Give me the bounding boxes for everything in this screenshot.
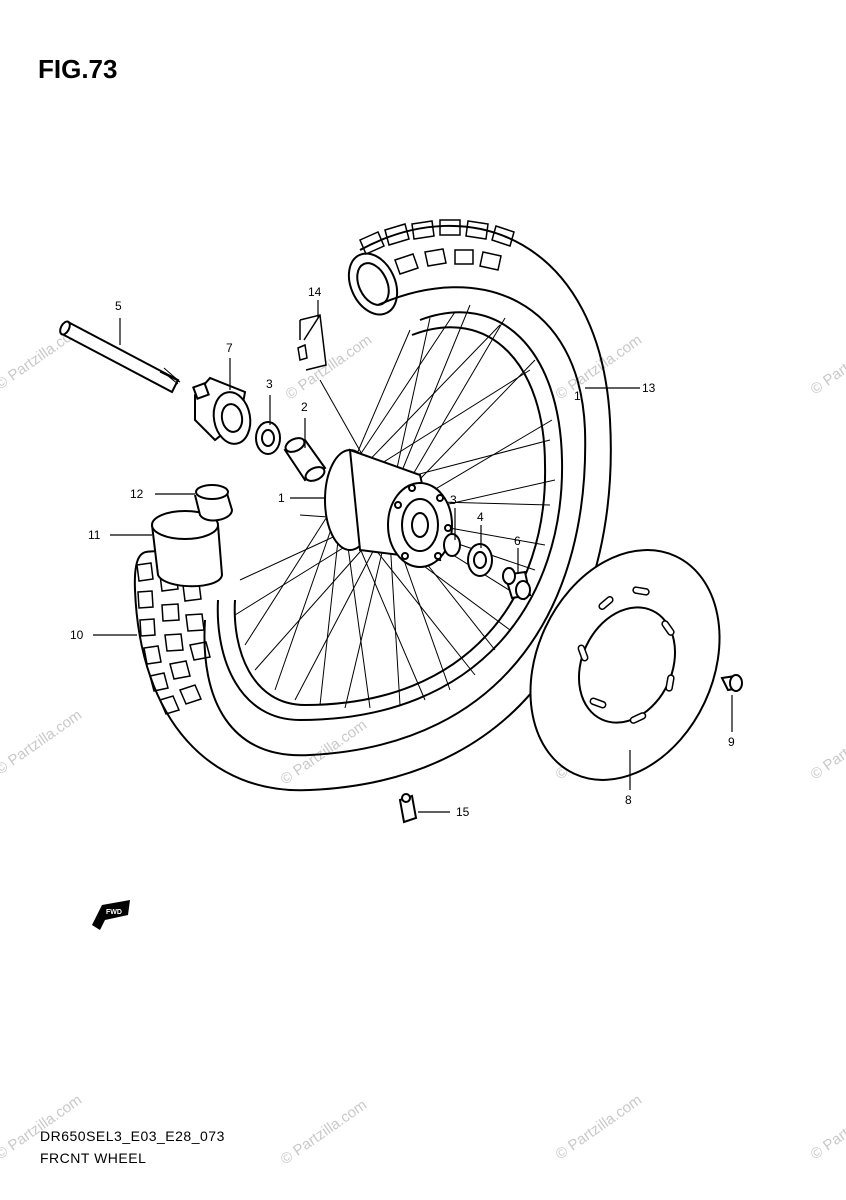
watermark: © Partzilla.com	[553, 1091, 646, 1163]
tire[interactable]	[133, 219, 612, 792]
fwd-label: FWD	[106, 909, 122, 916]
callout-10: 10	[70, 628, 84, 642]
spoke-nipple[interactable]	[297, 314, 327, 371]
watermark: © Partzilla.com	[808, 1091, 846, 1163]
callout-12: 12	[130, 487, 144, 501]
callout-6: 6	[514, 534, 521, 548]
callout-9: 9	[728, 735, 735, 749]
callout-3-hub: 3	[450, 493, 457, 507]
axle[interactable]	[58, 320, 181, 394]
model-code: DR650SEL3_E03_E28_073	[40, 1128, 225, 1144]
hub[interactable]	[324, 448, 453, 568]
hub-bearing[interactable]	[443, 533, 461, 557]
callout-15: 15	[456, 805, 470, 819]
figure-title: FIG.73	[38, 54, 118, 84]
callout-5: 5	[115, 299, 122, 313]
callout-7: 7	[226, 341, 233, 355]
figure-caption: FRCNT WHEEL	[40, 1150, 147, 1166]
oil-seal[interactable]	[467, 543, 493, 577]
callout-4: 4	[477, 510, 484, 524]
spacer[interactable]	[502, 567, 532, 600]
spacer-tube[interactable]	[283, 435, 327, 483]
callout-3: 3	[266, 377, 273, 391]
callout-1: 1	[278, 491, 285, 505]
rim[interactable]	[216, 311, 564, 722]
watermark: © Partzilla.com	[553, 331, 646, 403]
callouts: 5 7 3 2 14 1 12 11 10 1 13 3 4 6 8 9 15	[70, 285, 735, 819]
watermark: © Partzilla.com	[808, 711, 846, 783]
speedometer-gearbox[interactable]	[192, 376, 254, 447]
watermark: © Partzilla.com	[283, 331, 376, 403]
watermark: © Partzilla.com	[278, 716, 371, 788]
valve-clip[interactable]	[398, 793, 418, 824]
watermark: © Partzilla.com	[808, 326, 846, 398]
disc-bolt[interactable]	[720, 674, 743, 692]
callout-1-rim: 1	[574, 389, 581, 403]
callout-11: 11	[88, 528, 101, 542]
inner-tube[interactable]	[151, 510, 224, 588]
callout-13: 13	[642, 381, 656, 395]
watermark-layer: © Partzilla.com © Partzilla.com © Partzi…	[0, 321, 846, 1168]
callout-14: 14	[308, 285, 322, 299]
watermark: © Partzilla.com	[0, 706, 85, 778]
watermark: © Partzilla.com	[278, 1096, 371, 1168]
bearing[interactable]	[255, 421, 281, 455]
leader-lines	[93, 300, 733, 813]
brake-disc[interactable]	[495, 519, 756, 811]
fwd-arrow-icon: FWD	[92, 900, 130, 930]
callout-8: 8	[625, 793, 632, 807]
callout-2: 2	[301, 400, 308, 414]
rim-band[interactable]	[194, 484, 234, 522]
